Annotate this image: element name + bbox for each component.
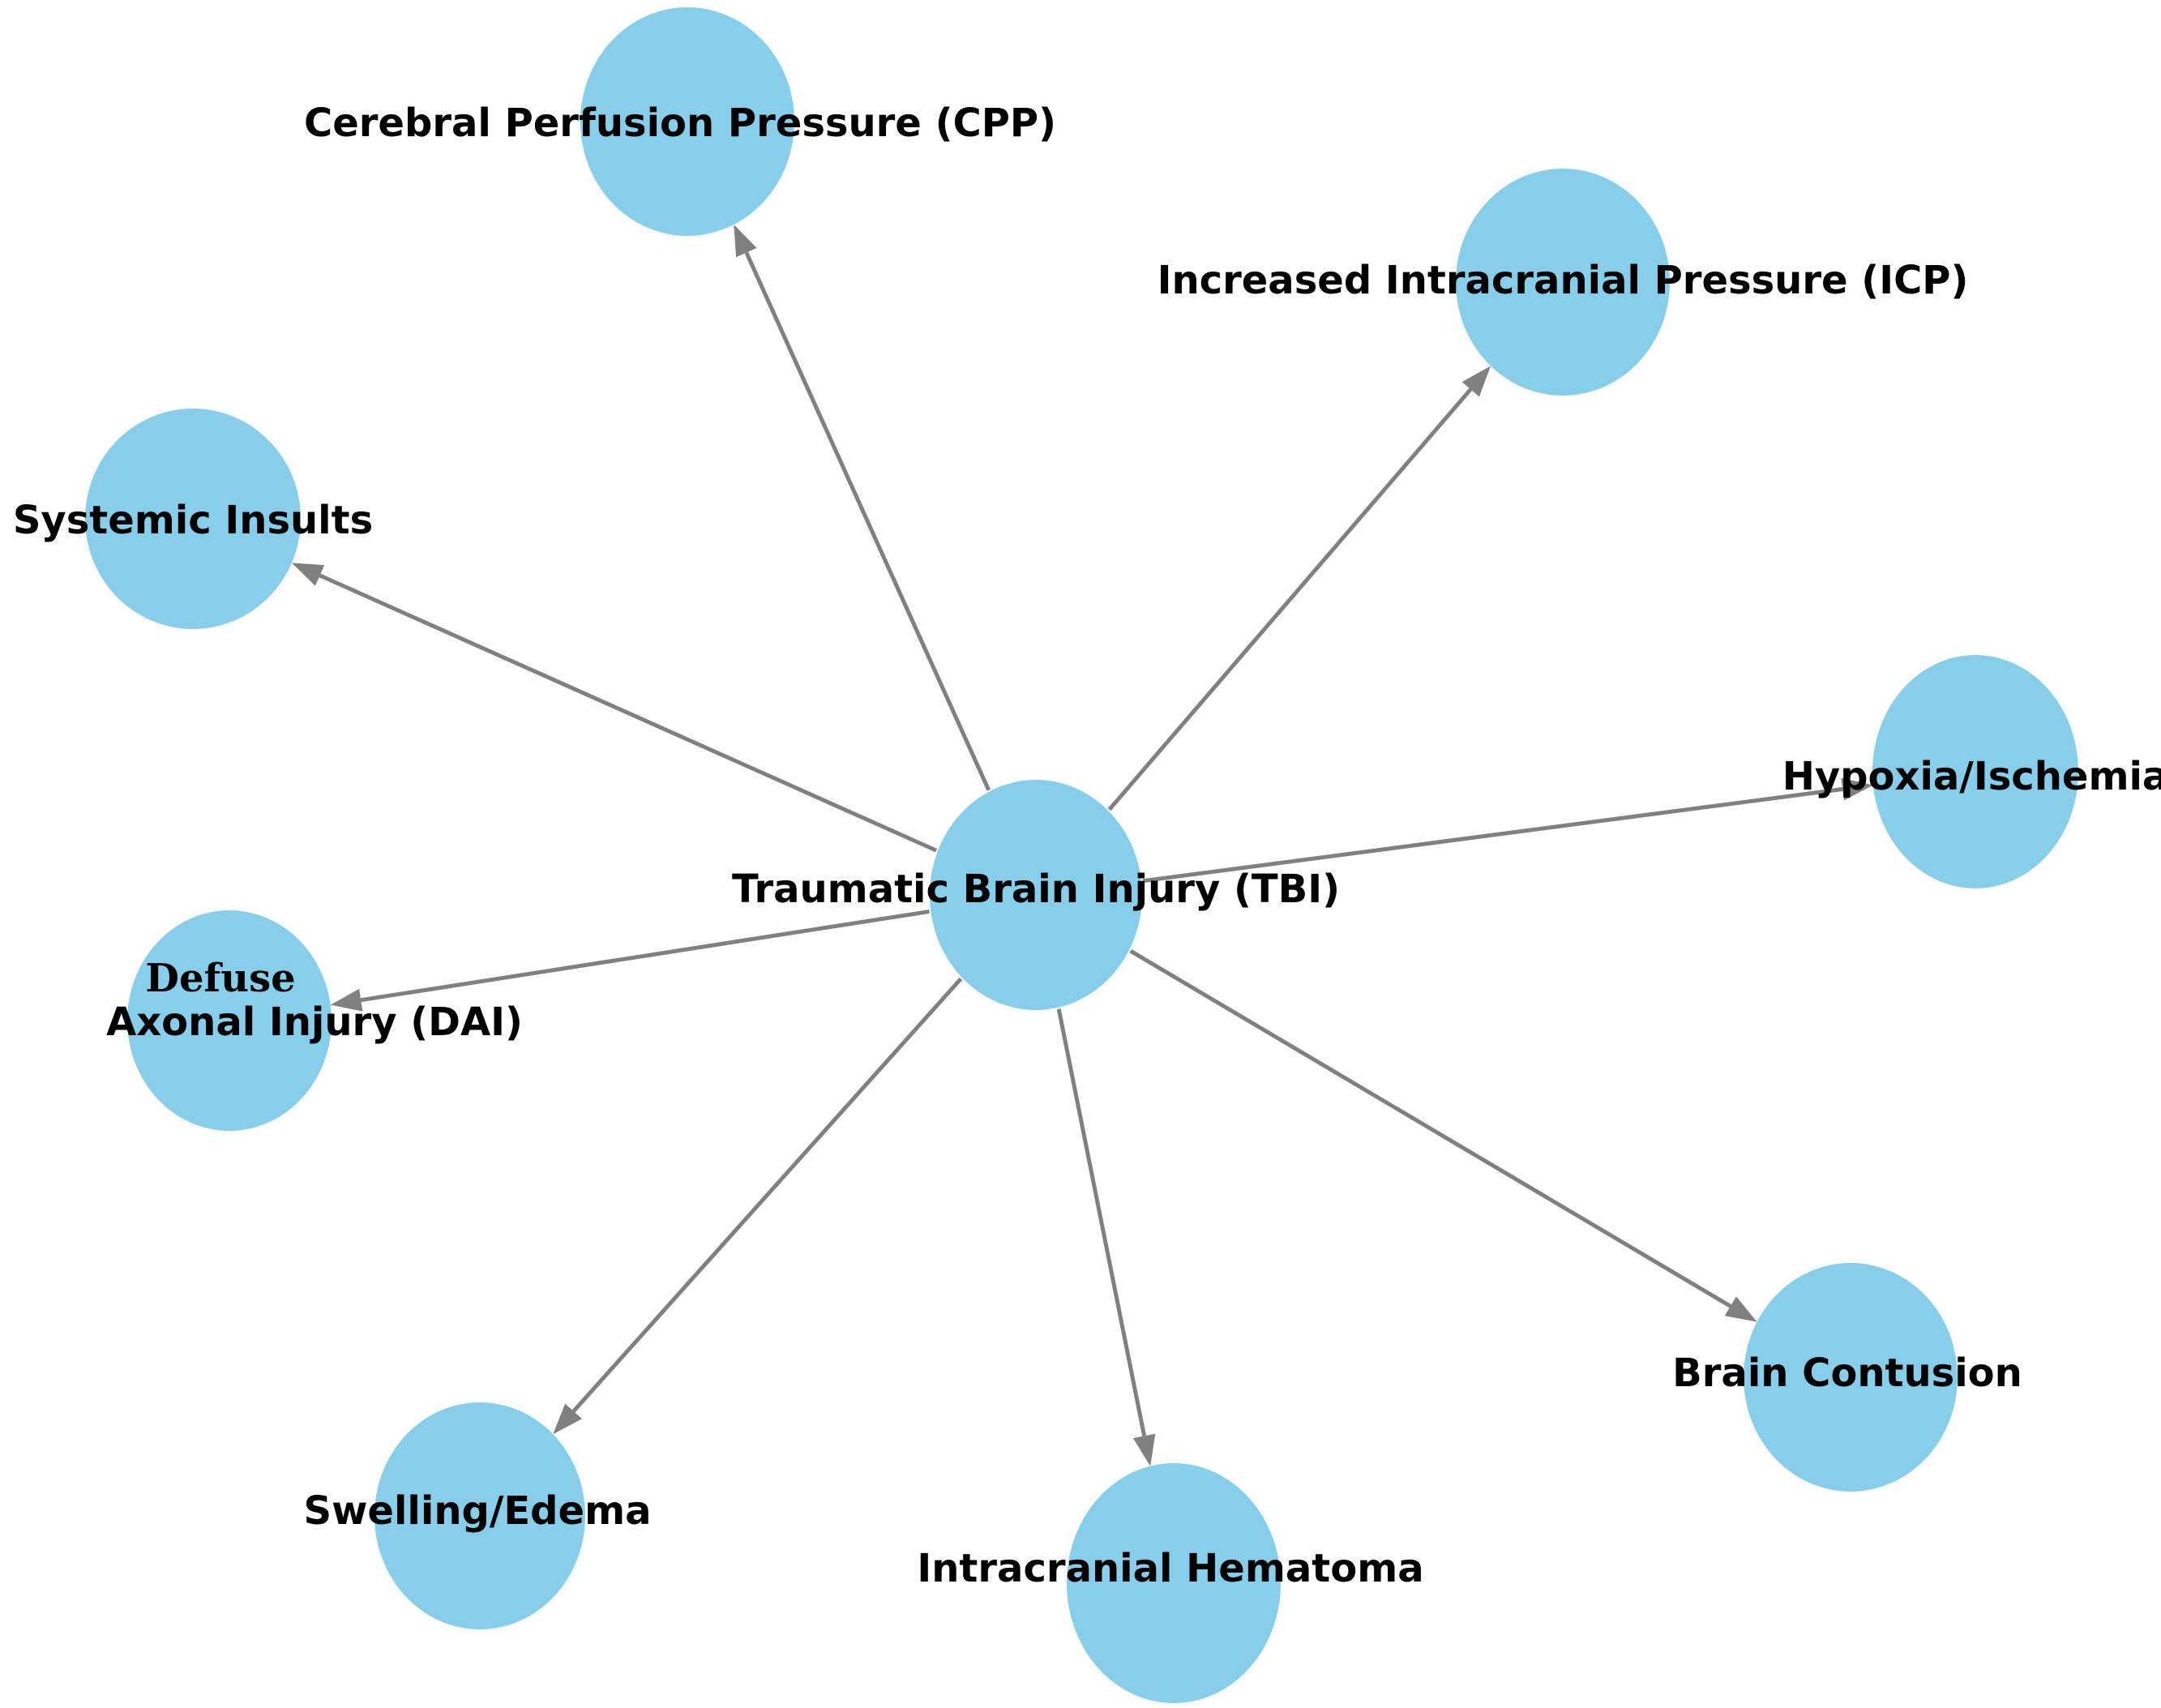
arrowhead-tbi-swelling-edema (553, 1403, 582, 1435)
node-label-intracranial-hematoma: Intracranial Hematoma (917, 1546, 1424, 1591)
node-label-icp: Increased Intracranial Pressure (ICP) (1157, 258, 1969, 303)
edge-tbi-cpp (744, 251, 991, 791)
node-hypoxia-ischemia (1872, 655, 2078, 888)
arrowhead-tbi-brain-contusion (1724, 1296, 1757, 1322)
arrowhead-tbi-cpp (734, 225, 757, 258)
node-icp (1456, 169, 1670, 396)
edge-tbi-icp (1107, 387, 1473, 811)
node-label-swelling-edema: Swelling/Edema (303, 1488, 652, 1534)
node-label-brain-contusion: Brain Contusion (1672, 1351, 2022, 1396)
arrowhead-tbi-systemic-insults (291, 563, 325, 586)
edge-tbi-swelling-edema (571, 977, 963, 1413)
node-label-cpp: Cerebral Perfusion Pressure (CPP) (303, 101, 1057, 146)
edge-tbi-brain-contusion (1129, 948, 1732, 1308)
node-swelling-edema (374, 1402, 585, 1629)
edge-tbi-hypoxia-ischemia (1142, 787, 1843, 884)
node-label-dai-line1: Defuse (145, 956, 296, 1001)
node-intracranial-hematoma (1067, 1463, 1281, 1703)
edge-tbi-dai (360, 910, 930, 1003)
edge-tbi-intracranial-hematoma (1056, 1008, 1147, 1436)
edge-tbi-systemic-insults (319, 573, 938, 853)
node-dai (127, 910, 332, 1131)
node-systemic-insults (85, 409, 301, 629)
node-cpp (580, 7, 794, 236)
node-label-dai-line2: Axonal Injury (DAI) (106, 1000, 523, 1045)
arrowhead-tbi-hypoxia-ischemia (1841, 777, 1873, 801)
arrowhead-tbi-dai (330, 988, 363, 1012)
arrowhead-tbi-icp (1461, 366, 1491, 397)
node-brain-contusion (1744, 1263, 1958, 1492)
node-tbi (930, 780, 1142, 1010)
node-label-systemic-insults: Systemic Insults (12, 498, 374, 543)
node-label-tbi: Traumatic Brain Injury (TBI) (731, 867, 1341, 912)
node-label-hypoxia-ischemia: Hypoxia/Ischemia (1782, 754, 2161, 799)
arrowhead-tbi-intracranial-hematoma (1132, 1433, 1156, 1466)
